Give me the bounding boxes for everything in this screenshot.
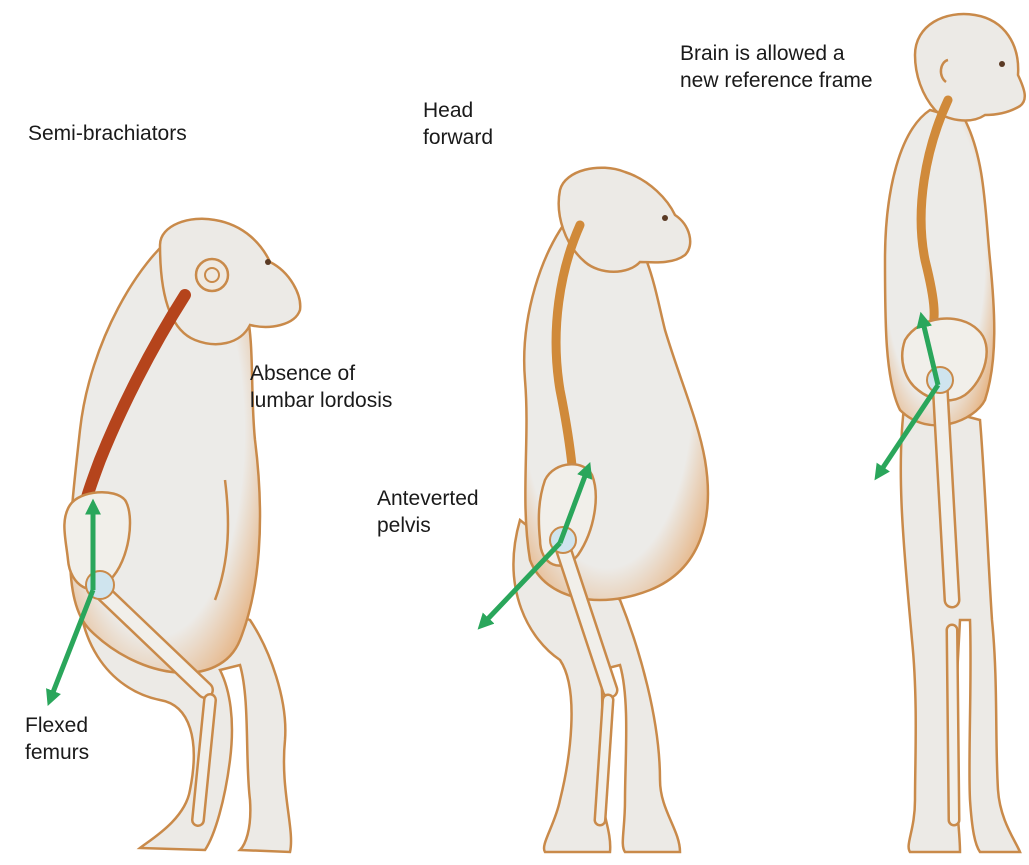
- femur-axis-arrow-icon: [50, 590, 93, 700]
- human-figure: [878, 14, 1025, 852]
- label-line: Anteverted: [377, 485, 479, 512]
- label-semi-brachiators: Semi-brachiators: [28, 120, 187, 147]
- label-absence-lumbar-lordosis: Absence of lumbar lordosis: [250, 360, 392, 414]
- label-brain-reference-frame: Brain is allowed a new reference frame: [680, 40, 873, 94]
- label-line: new reference frame: [680, 67, 873, 94]
- label-line: Brain is allowed a: [680, 40, 873, 67]
- label-line: Absence of: [250, 360, 392, 387]
- ape-ear-icon: [196, 259, 228, 291]
- label-line: forward: [423, 124, 493, 151]
- label-head-forward: Head forward: [423, 97, 493, 151]
- label-line: Flexed: [25, 712, 89, 739]
- label-line: pelvis: [377, 512, 479, 539]
- label-flexed-femurs: Flexed femurs: [25, 712, 89, 766]
- label-line: femurs: [25, 739, 89, 766]
- early-hominin-figure: [482, 168, 708, 852]
- label-line: Head: [423, 97, 493, 124]
- label-anteverted-pelvis: Anteverted pelvis: [377, 485, 479, 539]
- label-line: lumbar lordosis: [250, 387, 392, 414]
